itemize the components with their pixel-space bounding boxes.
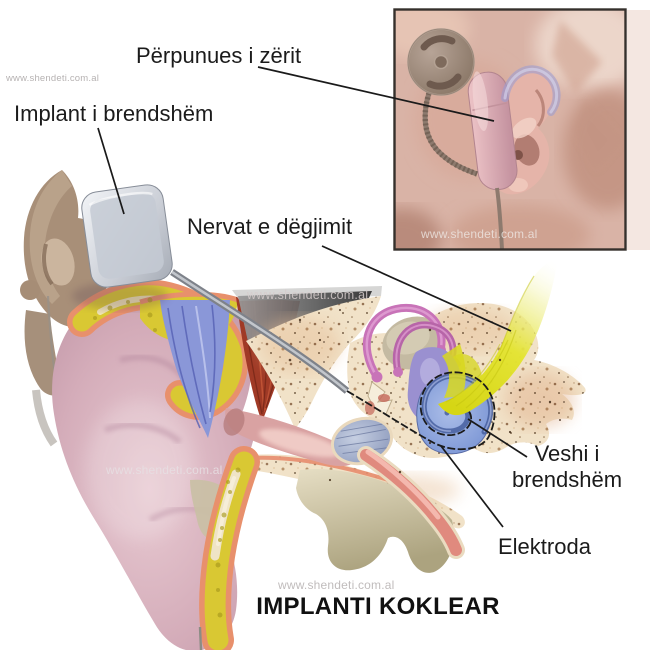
watermark-bottom: www.shendeti.com.al (278, 578, 395, 592)
coil-cable (422, 92, 478, 177)
watermark-inset: www.shendeti.com.al (421, 227, 538, 241)
label-electrode: Elektroda (498, 534, 591, 559)
leader-lines (97, 66, 528, 528)
implant-cable (170, 269, 350, 394)
leader-inner-ear (467, 418, 528, 458)
label-sound-processor: Përpunues i zërit (136, 43, 302, 68)
watermark-pinna: www.shendeti.com.al (106, 463, 223, 477)
leader-electrode (440, 445, 504, 528)
label-internal-implant: Implant i brendshëm (14, 101, 214, 126)
ossicles (365, 381, 393, 415)
inset-box (393, 8, 650, 251)
watermark-top-left: www.shendeti.com.al (6, 73, 100, 84)
processor-cable (495, 187, 504, 249)
electrode-wire (346, 371, 496, 451)
eustachian-tube (357, 446, 465, 559)
ear-canal (223, 408, 360, 467)
lobe-fat-band (199, 446, 260, 650)
label-inner-ear: Veshi i brendshëm (511, 441, 623, 492)
bone-speckle-accents (288, 309, 561, 482)
transmitter-coil (407, 28, 475, 96)
internal-implant (72, 184, 173, 310)
stray-edge-line (198, 626, 203, 650)
leader-hearing-nerves (321, 245, 512, 332)
ligament-fibers (160, 300, 230, 438)
leader-internal-implant (97, 127, 125, 215)
page-title: IMPLANTI KOKLEAR (256, 593, 500, 620)
label-hearing-nerves: Nervat e dëgjimit (187, 214, 353, 239)
sound-processor (467, 71, 518, 191)
leader-sound-processor (257, 66, 495, 122)
auditory-nerve (438, 258, 558, 416)
watermark-anatomy: www.shendeti.com.al (247, 288, 369, 302)
